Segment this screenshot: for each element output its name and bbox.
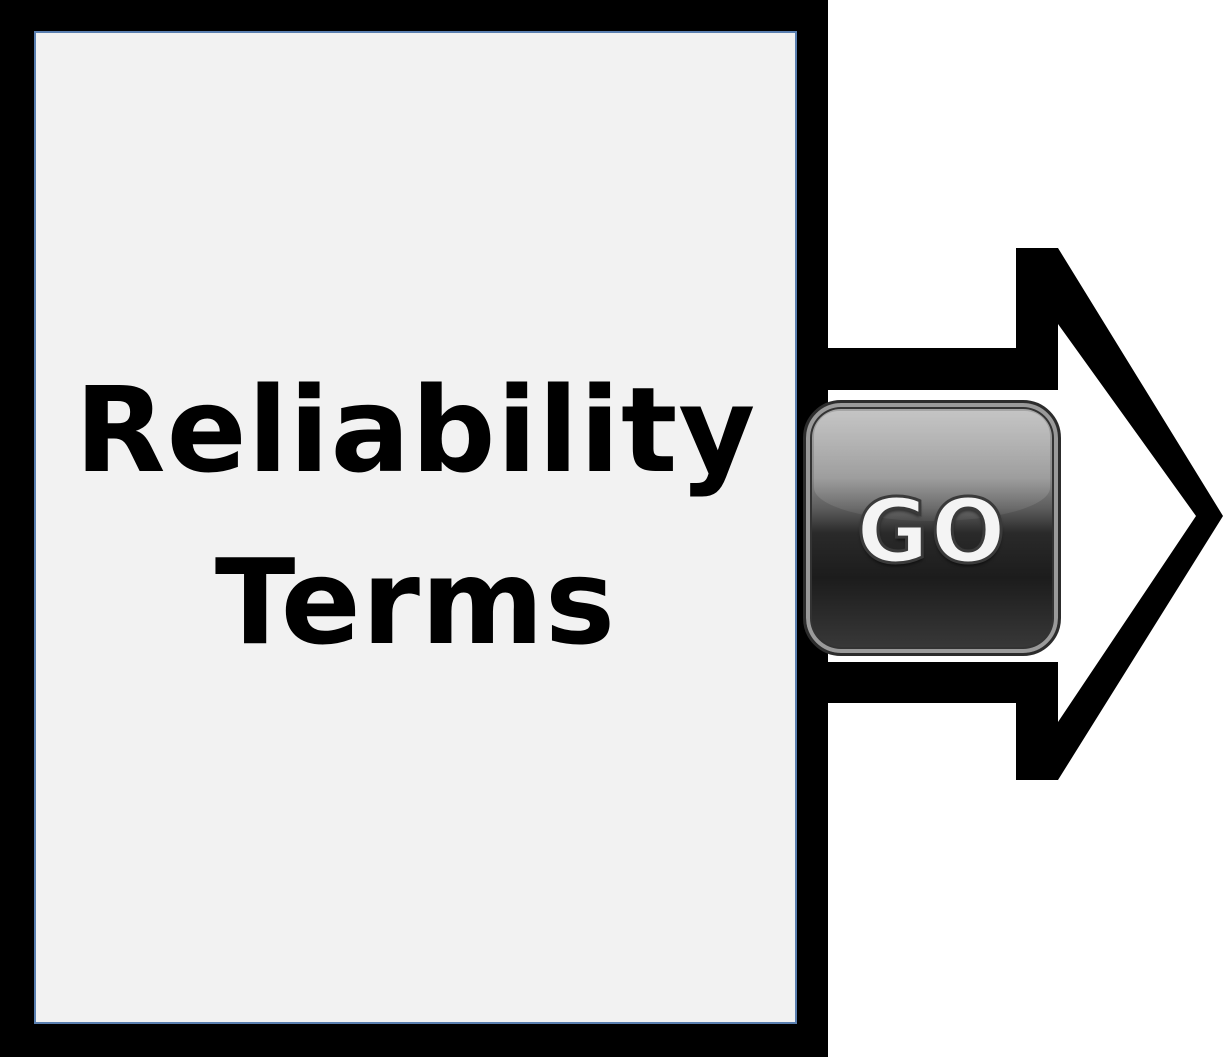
title-line-reliability: Reliability	[74, 360, 757, 499]
title-line-terms: Terms	[214, 532, 617, 671]
go-button-gloss	[814, 411, 1050, 521]
go-button[interactable]: GO	[803, 400, 1061, 656]
panel-title: Reliability Terms	[75, 344, 757, 688]
reliability-terms-panel: Reliability Terms	[34, 31, 797, 1024]
go-button-label: GO	[855, 478, 1008, 584]
